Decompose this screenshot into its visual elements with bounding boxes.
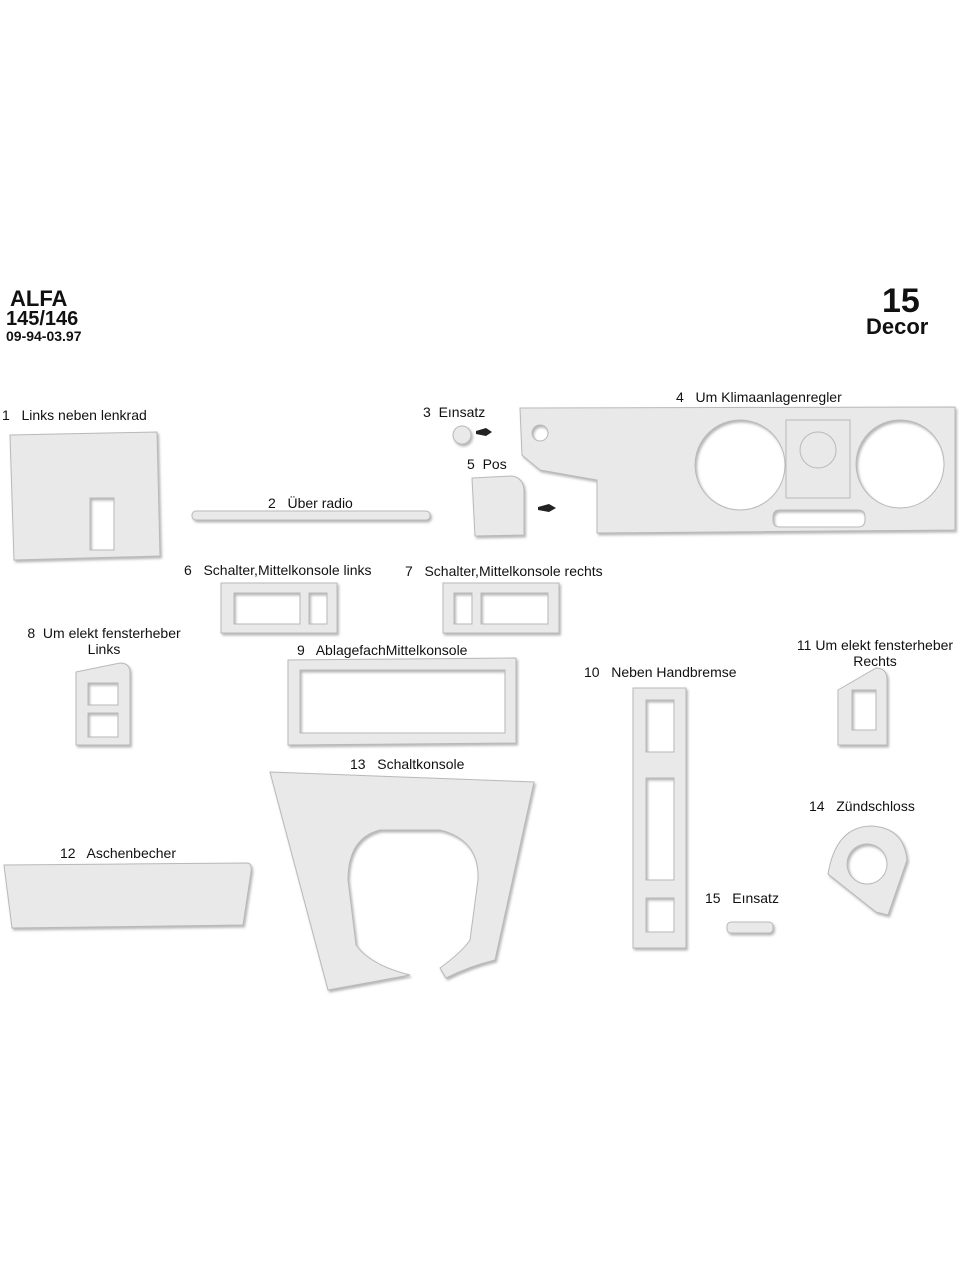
part-14-label: 14 Zündschloss (809, 798, 915, 814)
part-15-label: 15 Eınsatz (705, 890, 779, 906)
part-12-label: 12 Aschenbecher (60, 845, 176, 861)
pointer-hand-icon (538, 504, 556, 512)
part-12-trim (3, 862, 252, 929)
part-11-label: 11 Um elekt fensterheber Rechts (796, 637, 954, 670)
part-14-trim (827, 825, 908, 916)
part-8-trim (75, 662, 131, 746)
part-3-label: 3 Eınsatz (423, 404, 486, 420)
part-5-trim (471, 475, 525, 537)
part-5-label: 5 Pos (467, 456, 507, 472)
piece-count: 15 (882, 282, 920, 320)
part-7-label: 7 Schalter,Mittelkonsole rechts (405, 563, 603, 579)
part-3-insert (452, 425, 472, 445)
part-4-trim (519, 406, 956, 534)
part-1-trim (9, 431, 161, 561)
part-4-centre-plate (785, 419, 851, 499)
part-6-label: 6 Schalter,Mittelkonsole links (184, 562, 372, 578)
part-6-trim (220, 582, 338, 634)
part-2-trim (191, 510, 431, 521)
part-7-trim (442, 582, 560, 634)
part-10-trim (632, 687, 687, 949)
variant-title: Decor (866, 314, 929, 339)
part-13-trim (269, 771, 535, 991)
part-9-label: 9 AblagefachMittelkonsole (297, 642, 468, 658)
part-2-label: 2 Über radio (268, 495, 353, 511)
brand-title: ALFA (10, 286, 68, 311)
part-4-label: 4 Um Klimaanlagenregler (676, 389, 842, 405)
part-11-trim (837, 667, 888, 746)
part-10-label: 10 Neben Handbremse (584, 664, 737, 680)
part-8-label: 8 Um elekt fensterheber Links (27, 625, 181, 658)
part-15-insert (726, 921, 774, 934)
pointer-hand-icon (476, 428, 492, 436)
model-title: 145/146 (6, 308, 79, 330)
years-range: 09-94-03.97 (6, 328, 82, 344)
part-9-trim (287, 657, 517, 746)
part-13-label: 13 Schaltkonsole (350, 756, 465, 772)
part-1-label: 1 Links neben lenkrad (2, 407, 147, 423)
